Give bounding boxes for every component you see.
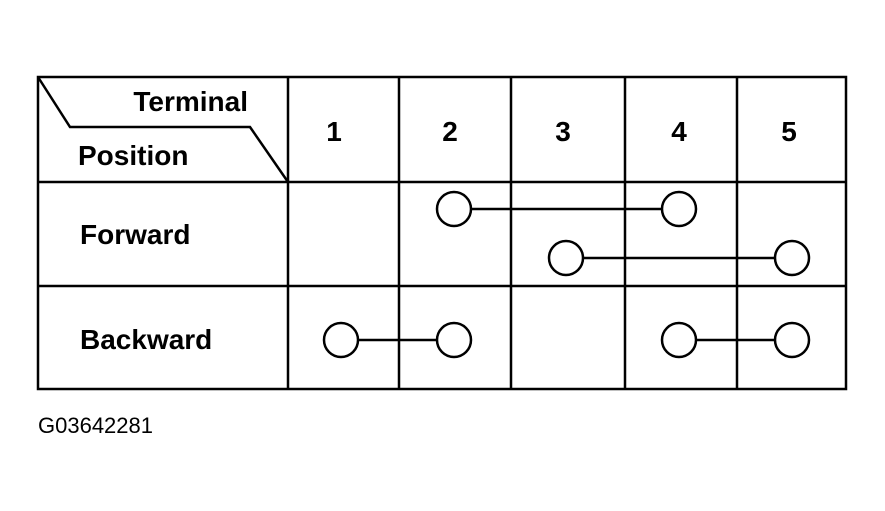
table-border bbox=[36, 75, 848, 391]
header-terminal-label: Terminal bbox=[133, 86, 248, 117]
terminal-header-3: 3 bbox=[555, 116, 571, 147]
row-label-backward: Backward bbox=[80, 324, 212, 355]
terminal-node-backward-5 bbox=[773, 321, 811, 359]
terminal-node-forward-4 bbox=[660, 190, 698, 228]
terminal-header-5: 5 bbox=[781, 116, 797, 147]
terminal-header-4: 4 bbox=[671, 116, 687, 147]
terminal-node-forward-3 bbox=[547, 239, 585, 277]
table-grid bbox=[36, 75, 848, 391]
terminal-header-1: 1 bbox=[326, 116, 342, 147]
header-position-label: Position bbox=[78, 140, 188, 171]
figure-id: G03642281 bbox=[38, 413, 153, 438]
header-diagonal-divider bbox=[36, 76, 290, 183]
row-label-forward: Forward bbox=[80, 219, 190, 250]
terminal-node-backward-2 bbox=[435, 321, 473, 359]
terminal-node-backward-4 bbox=[660, 321, 698, 359]
continuity-connections bbox=[322, 190, 811, 359]
terminal-node-backward-1 bbox=[322, 321, 360, 359]
terminal-node-forward-2 bbox=[435, 190, 473, 228]
terminal-header-2: 2 bbox=[442, 116, 458, 147]
terminal-node-forward-5 bbox=[773, 239, 811, 277]
